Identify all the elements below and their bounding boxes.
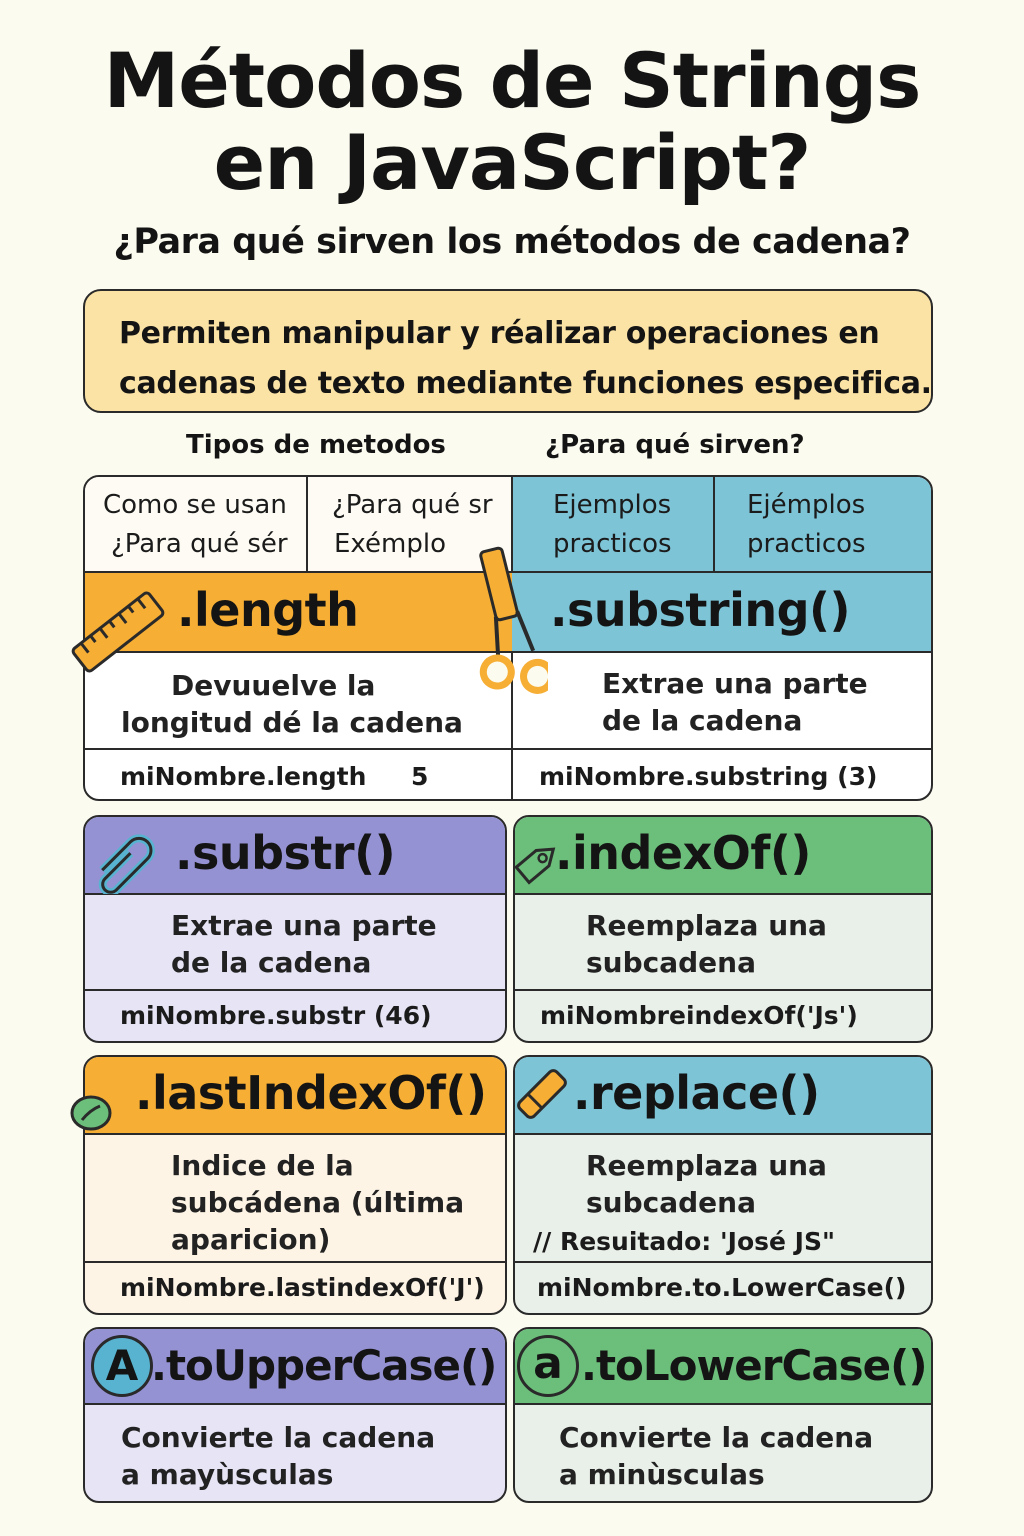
replace-desc-2: subcadena	[586, 1186, 756, 1219]
methods-table: Como se usan ¿Para qué sér ¿Para qué sr …	[83, 475, 933, 801]
uppercase-a-icon: A	[91, 1335, 153, 1397]
replace-desc-1: Reemplaza una	[586, 1149, 827, 1182]
eraser-icon	[517, 1069, 567, 1119]
card-lastindexof: .lastIndexOf() Indice de la subcádena (ú…	[83, 1055, 507, 1315]
indexof-desc-1: Reemplaza una	[586, 909, 827, 942]
method-name-tolowercase: .toLowerCase()	[581, 1341, 928, 1390]
touppercase-desc-2: a mayùsculas	[121, 1458, 334, 1491]
header-text: ¿Para qué sér	[111, 529, 288, 559]
intro-box: Permiten manipular y réalizar operacione…	[83, 289, 933, 413]
header-text: Como se usan	[103, 490, 287, 520]
card-touppercase: A .toUpperCase() Convierte la cadena a m…	[83, 1327, 507, 1503]
header-text: practicos	[553, 529, 672, 559]
substr-code: miNombre.substr (46)	[120, 1001, 432, 1030]
table-header-cell: Como se usan ¿Para qué sér	[85, 477, 307, 573]
replace-comment: // Resuitado: 'José JS"	[533, 1227, 836, 1256]
table-header-cell: ¿Para qué sr Exémplo	[308, 477, 512, 573]
length-code: miNombre.length	[120, 762, 367, 791]
substring-desc-1: Extrae una parte	[602, 667, 868, 700]
indexof-code: miNombreindexOf('Js')	[540, 1001, 858, 1030]
column-heading-types: Tipos de metodos	[186, 430, 446, 460]
paperclip-icon	[98, 834, 155, 894]
length-result: 5	[411, 762, 429, 791]
method-name-lastindexof: .lastIndexOf()	[135, 1066, 487, 1120]
method-name-substr: .substr()	[175, 826, 396, 880]
table-header-cell: Ejémplos practicos	[715, 477, 931, 573]
header-text: Ejémplos	[747, 490, 866, 520]
ruler-icon	[71, 591, 165, 673]
lastindexof-desc-2: subcádena (última	[171, 1186, 465, 1219]
method-name-replace: .replace()	[573, 1066, 820, 1120]
tolowercase-desc-1: Convierte la cadena	[559, 1421, 874, 1454]
lastindexof-code: miNombre.lastindexOf('J')	[120, 1273, 485, 1302]
tolowercase-desc-2: a minùsculas	[559, 1458, 765, 1491]
method-name-touppercase: .toUpperCase()	[151, 1341, 497, 1390]
table-header-cell: Ejemplos practicos	[513, 477, 714, 573]
length-desc-1: Devuuelve la	[171, 669, 376, 702]
header-text: practicos	[747, 529, 866, 559]
length-desc-2: longitud dé la cadena	[121, 706, 463, 739]
lowercase-a-icon: a	[517, 1335, 579, 1397]
length-band: .length	[85, 571, 512, 653]
column-heading-purpose: ¿Para qué sirven?	[545, 430, 805, 460]
intro-line-1: Permiten manipular y réalizar operacione…	[119, 316, 880, 351]
header-text: Ejemplos	[553, 490, 672, 520]
lastindexof-desc-1: Indice de la	[171, 1149, 354, 1182]
substring-band: .substring()	[512, 571, 931, 653]
scissors-icon	[479, 546, 548, 694]
subtitle: ¿Para qué sirven los métodos de cadena?	[113, 222, 911, 262]
card-replace: .replace() Reemplaza una subcadena // Re…	[513, 1055, 933, 1315]
page-title: Métodos de Strings en JavaScript?	[0, 40, 1024, 204]
touppercase-desc-1: Convierte la cadena	[121, 1421, 436, 1454]
method-name-substring: .substring()	[550, 583, 851, 637]
method-name-length: .length	[177, 583, 359, 637]
substr-desc-2: de la cadena	[171, 946, 372, 979]
header-text: Exémplo	[334, 529, 446, 559]
substring-code: miNombre.substring (3)	[539, 762, 878, 791]
leaf-icon	[70, 1095, 112, 1131]
card-indexof: .indexOf() Reemplaza una subcadena miNom…	[513, 815, 933, 1043]
replace-code: miNombre.to.LowerCase()	[537, 1273, 907, 1302]
intro-line-2: cadenas de texto mediante funciones espe…	[119, 366, 932, 401]
title-line-1: Métodos de Strings	[103, 36, 922, 125]
tag-icon	[514, 847, 556, 885]
substr-desc-1: Extrae una parte	[171, 909, 437, 942]
indexof-desc-2: subcadena	[586, 946, 756, 979]
card-tolowercase: a .toLowerCase() Convierte la cadena a m…	[513, 1327, 933, 1503]
lastindexof-desc-3: aparicion)	[171, 1223, 331, 1256]
title-line-2: en JavaScript?	[213, 118, 812, 207]
substring-desc-2: de la cadena	[602, 704, 803, 737]
method-name-indexof: .indexOf()	[555, 826, 811, 880]
header-text: ¿Para qué sr	[332, 490, 493, 520]
